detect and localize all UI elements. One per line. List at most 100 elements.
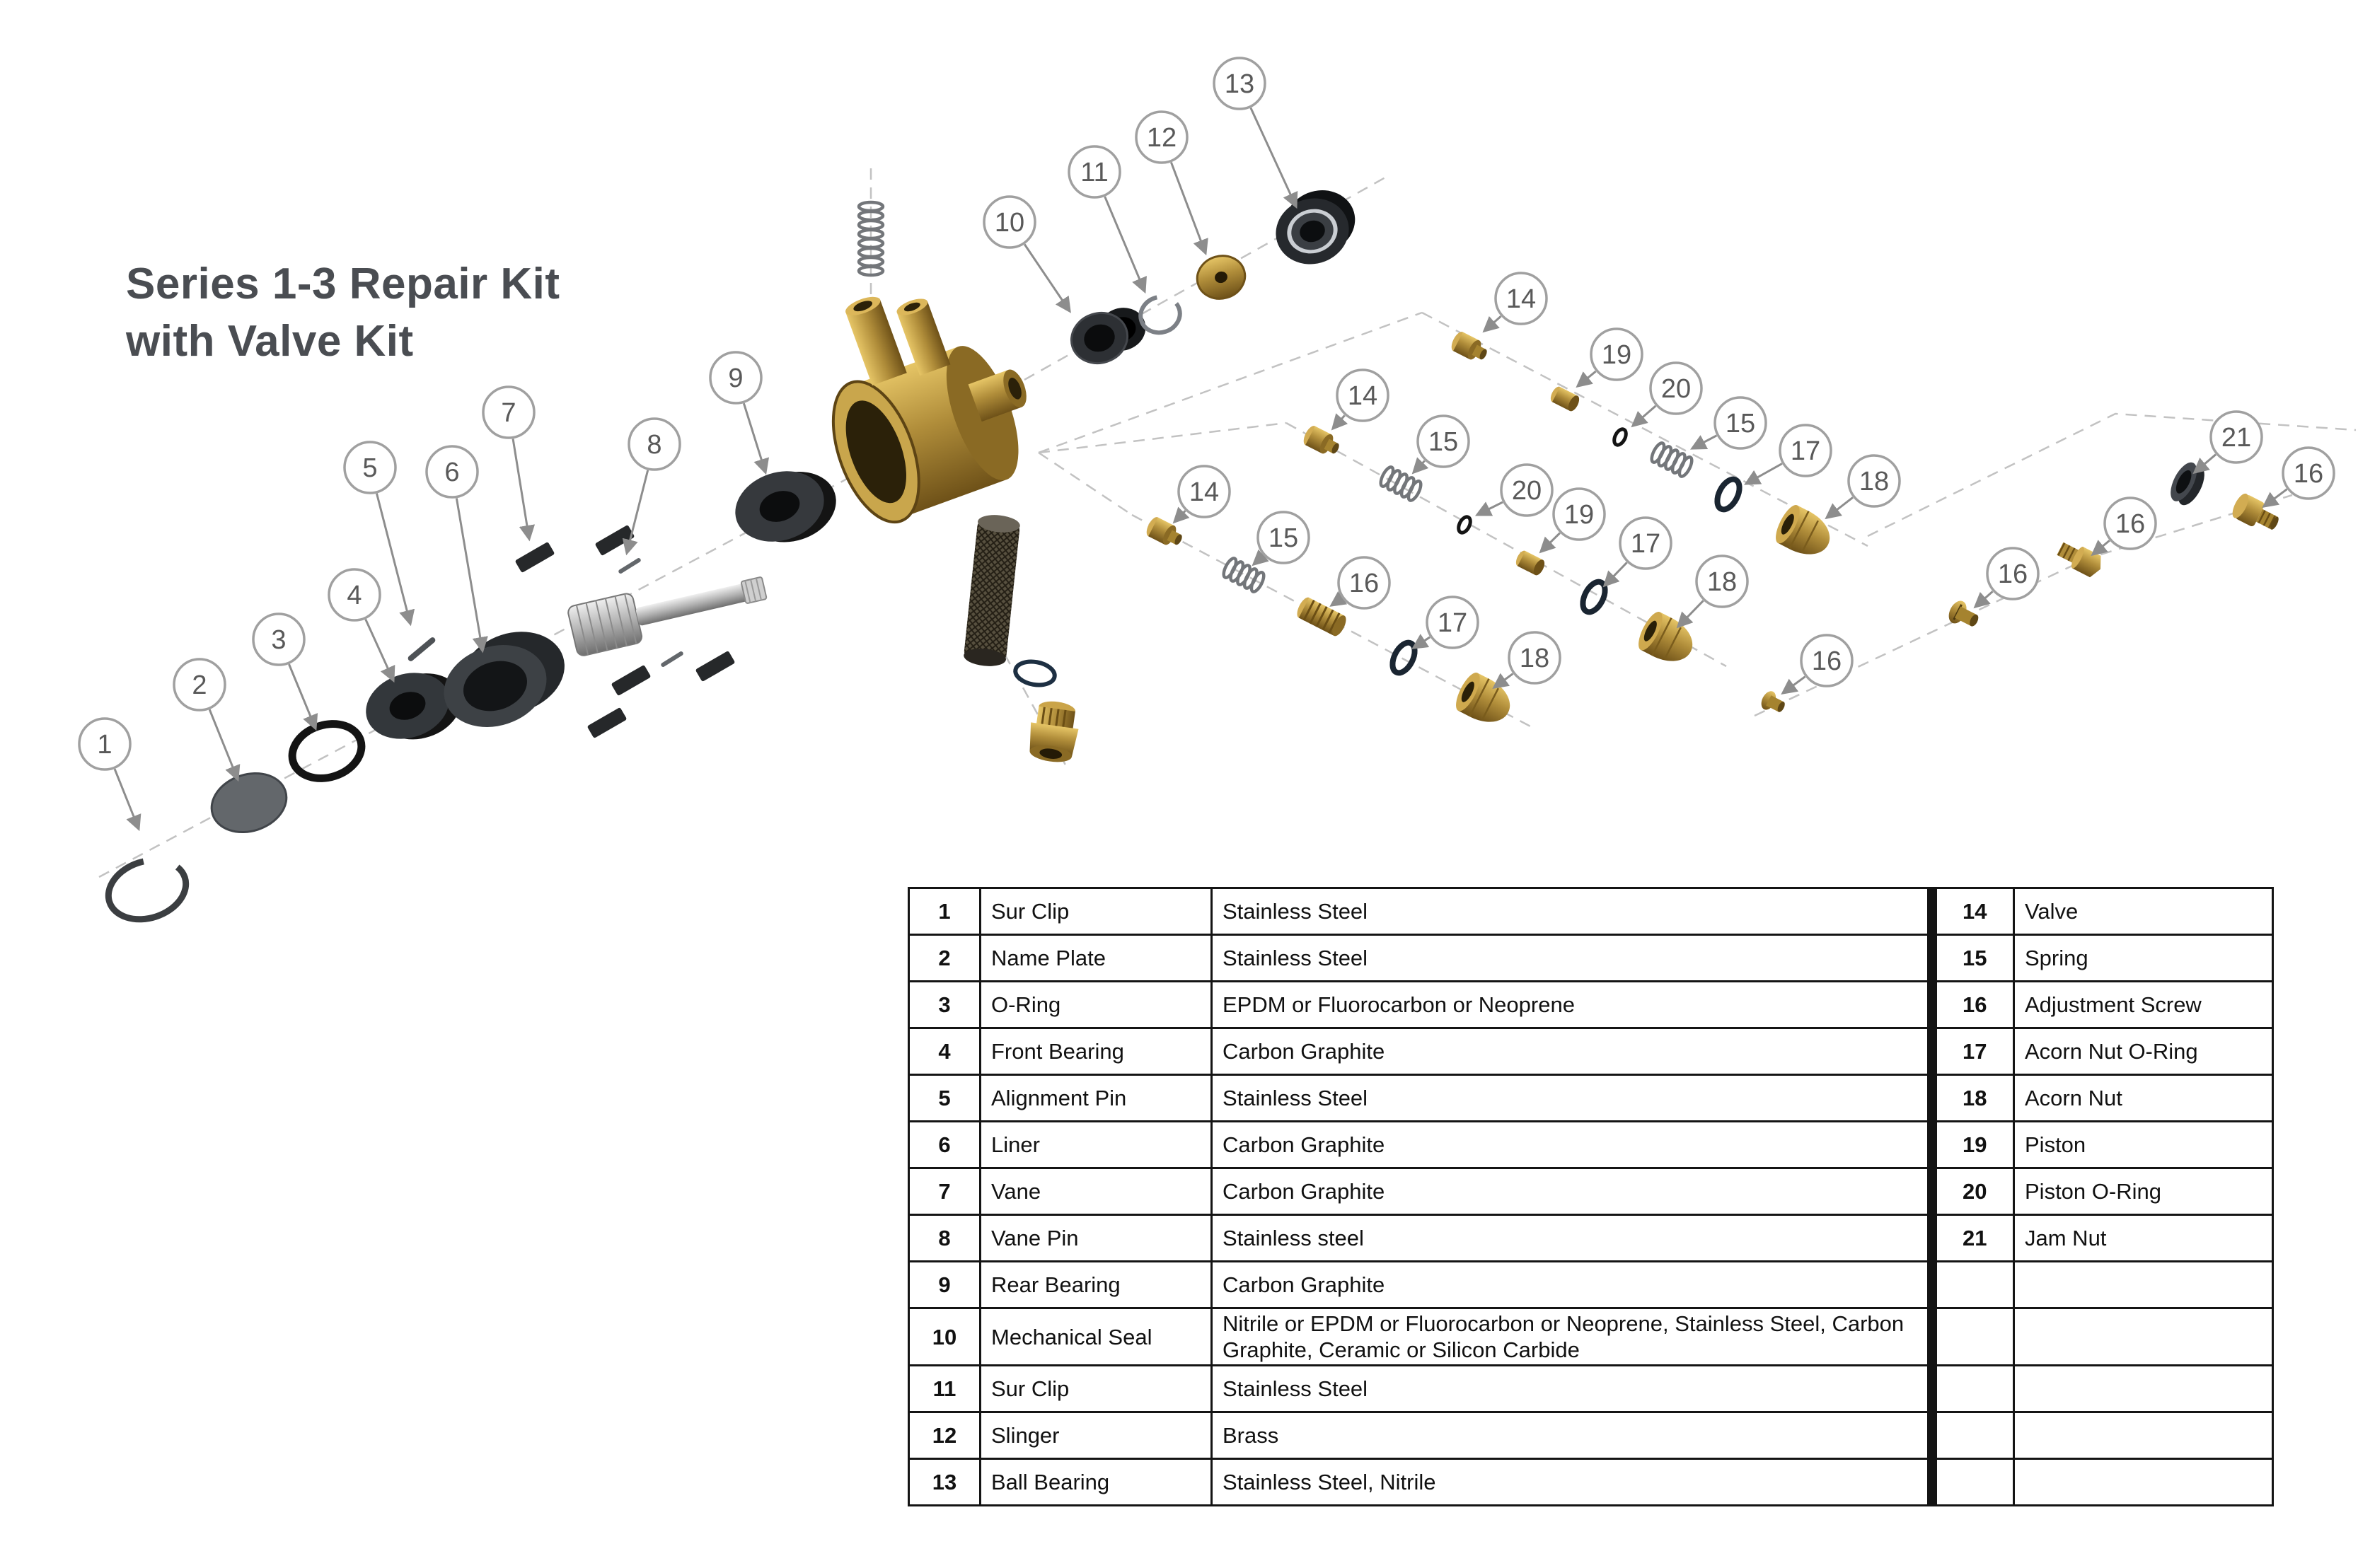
leader-arrow	[622, 470, 649, 556]
callout-7: 7	[482, 385, 536, 542]
part-material: Stainless Steel	[1210, 934, 1933, 982]
callout-circle	[328, 568, 381, 622]
part-vanes-7	[515, 525, 735, 738]
part-valve-14	[1451, 332, 1487, 360]
strainer	[964, 515, 1020, 666]
part-material: Carbon Graphite	[1210, 1167, 1933, 1216]
part-acorn-nut-18	[1456, 673, 1510, 722]
callout-11: 11	[1068, 145, 1147, 294]
callout-number: 14	[1189, 477, 1219, 507]
part-acorn-nut-18	[1776, 505, 1830, 554]
part-number: 16	[1926, 980, 2015, 1029]
callout-circle	[1336, 368, 1389, 422]
callout-number: 16	[1349, 569, 1379, 598]
part-slinger-12	[1196, 255, 1247, 300]
callout-circle	[1800, 634, 1854, 687]
part-acorn-nut-o-ring-17	[1714, 476, 1743, 513]
part-name-plate-2	[210, 772, 288, 834]
part-number: 4	[908, 1027, 981, 1076]
callout-number: 16	[2294, 459, 2323, 489]
leader-arrow	[2262, 488, 2288, 509]
callout-number: 8	[647, 430, 661, 460]
callout-circle	[1068, 145, 1121, 199]
part-piston-19	[1515, 550, 1545, 576]
part-name: Liner	[979, 1120, 1213, 1169]
part-acorn-nut-18	[1639, 612, 1693, 661]
fitting-o-ring	[1013, 659, 1057, 687]
callout-circle	[2103, 496, 2157, 550]
part-number: 6	[908, 1120, 981, 1169]
leader-arrow	[288, 663, 318, 731]
callout-number: 21	[2221, 423, 2251, 453]
callout-circle	[1695, 554, 1749, 608]
title-line-2: with Valve Kit	[126, 316, 414, 366]
callout-number: 12	[1147, 123, 1177, 153]
callout-circle	[482, 385, 536, 439]
part-name: Acorn Nut O-Ring	[2013, 1027, 2274, 1076]
part-name	[2013, 1260, 2274, 1309]
leader-arrow	[1539, 532, 1561, 554]
callout-9: 9	[709, 351, 770, 475]
part-name: Mechanical Seal	[979, 1307, 1213, 1366]
part-name: Front Bearing	[979, 1027, 1213, 1076]
callout-circle	[343, 441, 397, 494]
part-spring-15	[1379, 465, 1423, 502]
part-number: 7	[908, 1167, 981, 1216]
leader-arrow	[1024, 243, 1071, 313]
callout-12: 12	[1135, 110, 1208, 256]
callout-circle	[628, 417, 681, 471]
diagram-title: Series 1-3 Repair Kit with Valve Kit	[126, 256, 560, 370]
part-o-ring-3	[288, 720, 366, 782]
callout-18: 18	[1676, 554, 1749, 629]
callout-number: 7	[501, 398, 516, 428]
callout-14: 14	[1482, 272, 1548, 333]
part-number: 18	[1926, 1074, 2015, 1122]
part-number: 21	[1926, 1214, 2015, 1262]
callout-number: 16	[1998, 559, 2028, 589]
leader-arrow	[1676, 600, 1704, 629]
callout-6: 6	[425, 445, 488, 654]
callout-number: 13	[1225, 69, 1254, 99]
callout-15: 15	[1411, 414, 1470, 475]
part-sur-clip-1	[105, 856, 190, 923]
callout-circle	[1494, 272, 1548, 325]
part-piston-19	[1550, 386, 1580, 412]
callout-17: 17	[1602, 516, 1672, 588]
leader-arrow	[1631, 405, 1657, 428]
callout-16: 16	[1973, 547, 2040, 609]
callout-number: 16	[2115, 509, 2145, 539]
callout-circle	[78, 717, 132, 771]
part-name: Valve	[2013, 887, 2274, 936]
part-adjustment-screw-16	[1948, 600, 1979, 627]
part-acorn-nut-o-ring-17	[1389, 639, 1418, 676]
part-material: Stainless Steel	[1210, 887, 1933, 936]
part-name	[2013, 1307, 2274, 1366]
leader-arrow	[2192, 453, 2217, 475]
callout-number: 18	[1520, 644, 1549, 673]
part-name: Vane Pin	[979, 1214, 1213, 1262]
part-number	[1926, 1260, 2015, 1309]
callout-3: 3	[252, 612, 318, 731]
callout-20: 20	[1631, 361, 1703, 428]
part-number: 14	[1926, 887, 2015, 936]
part-number	[1926, 1458, 2015, 1506]
callout-14: 14	[1331, 368, 1389, 431]
callout-circle	[1649, 361, 1703, 415]
callout-number: 6	[444, 458, 459, 487]
callout-number: 3	[271, 625, 286, 655]
callout-17: 17	[1411, 596, 1479, 649]
callout-18: 18	[1492, 631, 1561, 690]
part-number: 3	[908, 980, 981, 1029]
part-name	[2013, 1364, 2274, 1413]
part-material: Carbon Graphite	[1210, 1027, 1933, 1076]
part-number: 17	[1926, 1027, 2015, 1076]
callout-number: 11	[1080, 158, 1108, 187]
callout-circle	[1135, 110, 1189, 164]
part-number: 5	[908, 1074, 981, 1122]
